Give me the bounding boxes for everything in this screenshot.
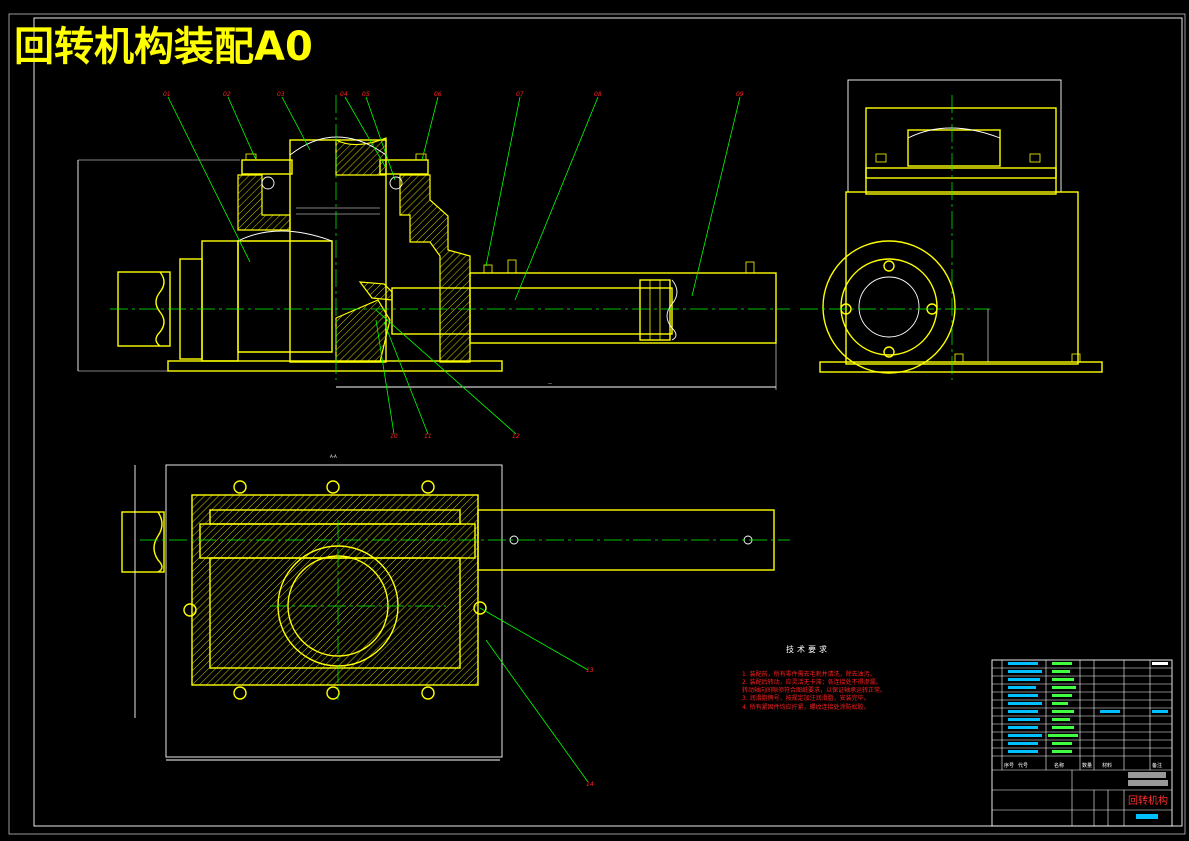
- svg-text:04: 04: [340, 91, 348, 98]
- tech-req-line-5: 4. 所有紧固件均应拧紧，螺纹连接处涂防松胶。: [742, 703, 870, 711]
- svg-text:12: 12: [512, 433, 520, 440]
- tech-req-line-3: 转动轴向间隙须符合图纸要求，以保证轴承运转正常。: [742, 686, 886, 694]
- svg-text:01: 01: [163, 91, 171, 98]
- svg-text:09: 09: [736, 91, 744, 98]
- svg-text:10: 10: [390, 433, 398, 440]
- section-label: A-A: [330, 454, 337, 459]
- bom-header-name: 名称: [1054, 762, 1064, 769]
- svg-text:—: —: [548, 381, 552, 386]
- outer-border: [8, 13, 1186, 835]
- bom-header-code: 代号: [1018, 762, 1028, 769]
- bom-header-qty: 数量: [1082, 762, 1092, 769]
- inner-border: [33, 17, 1183, 827]
- bom-header-material: 材料: [1102, 762, 1112, 769]
- side-view: [800, 79, 1103, 380]
- svg-text:07: 07: [516, 91, 524, 98]
- svg-text:02: 02: [223, 91, 231, 98]
- svg-text:13: 13: [586, 667, 594, 674]
- bom-header-no: 序号: [1004, 762, 1014, 769]
- svg-text:05: 05: [362, 91, 370, 98]
- bom-header-remark: 备注: [1152, 762, 1162, 769]
- motor-flange-circle: [822, 240, 956, 374]
- base-plate: [167, 360, 503, 372]
- front-view: — 01 02 03 04 05 06 07 08 09 10 11 12: [77, 91, 790, 440]
- svg-text:14: 14: [586, 781, 594, 788]
- title-block: 序号 代号 名称 数量 材料 备注 回转机构: [991, 659, 1173, 827]
- svg-text:03: 03: [277, 91, 285, 98]
- drawing-title: 回转机构装配A0: [14, 24, 313, 70]
- tech-req-heading: 技术要求: [786, 644, 830, 654]
- section-view: 13 14: [121, 464, 790, 788]
- hydraulic-cylinder: [469, 272, 777, 344]
- title-block-name: 回转机构: [1128, 794, 1168, 807]
- svg-text:08: 08: [594, 91, 602, 98]
- svg-text:11: 11: [424, 433, 432, 440]
- svg-text:06: 06: [434, 91, 442, 98]
- technical-requirements: 技术要求 1. 装配前，所有零件需去毛刺并清洗，除去油污。 2. 装配后转动，应…: [742, 644, 886, 711]
- tech-req-line-1: 1. 装配前，所有零件需去毛刺并清洗，除去油污。: [742, 670, 876, 678]
- tech-req-line-2: 2. 装配后转动，应灵活无卡滞；各连接处不得渗漏。: [742, 678, 882, 686]
- tech-req-line-4: 3. 润滑脂牌号，按规定加注润滑脂，安装完毕。: [742, 694, 870, 702]
